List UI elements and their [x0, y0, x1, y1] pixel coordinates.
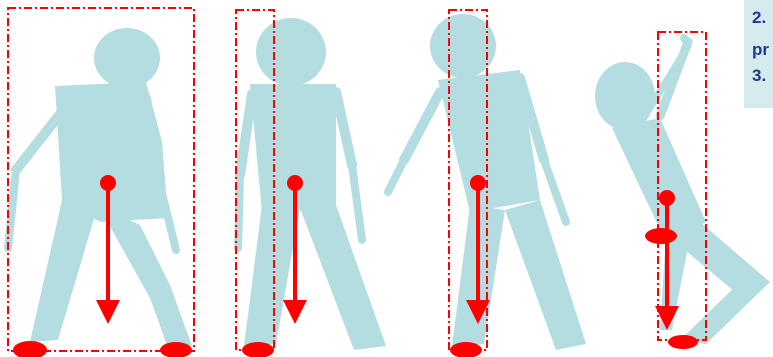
figure-1-body — [8, 28, 192, 348]
figure-4-center-of-mass — [659, 190, 675, 206]
note-line-2: pr — [752, 40, 769, 60]
figure-4-knee-marker — [645, 228, 677, 244]
figure-1-left-foot-contact — [13, 341, 47, 357]
figure-2 — [236, 10, 386, 357]
figure-1-center-of-mass — [100, 175, 116, 191]
note-line-3: 3. — [752, 66, 766, 86]
figure-3-center-of-mass — [470, 175, 486, 191]
figure-4-foot-contact — [668, 335, 698, 349]
figure-1 — [8, 8, 194, 357]
note-box: 2. pr 3. — [744, 0, 773, 108]
figure-2-body — [238, 18, 386, 350]
figure-2-center-of-mass — [287, 175, 303, 191]
note-line-1: 2. — [752, 8, 766, 28]
figure-3 — [388, 10, 586, 357]
